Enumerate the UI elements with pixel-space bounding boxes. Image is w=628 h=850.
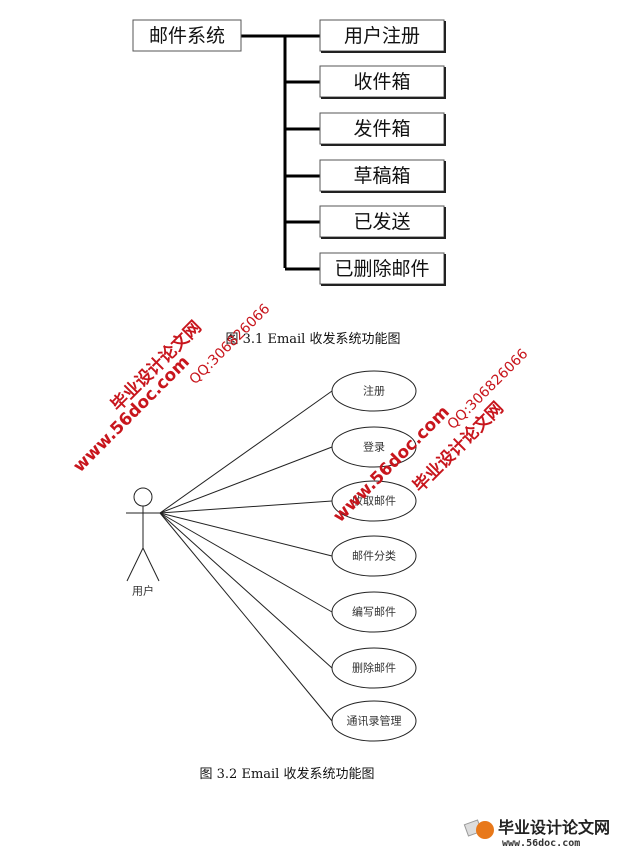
use-case-label: 编写邮件	[352, 605, 396, 619]
use-case-label: 通讯录管理	[347, 714, 402, 728]
use-case: 注册	[159, 370, 417, 514]
use-case-label: 收取邮件	[352, 494, 396, 508]
use-case-label: 注册	[363, 384, 385, 398]
child-node: 用户注册	[285, 19, 446, 53]
child-node-label: 草稿箱	[353, 165, 410, 187]
association-line	[159, 512, 333, 613]
use-case: 登录	[159, 426, 417, 514]
svg-text:www.56doc.com: www.56doc.com	[69, 352, 193, 476]
use-case-label: 邮件分类	[352, 549, 396, 563]
child-node-label: 已发送	[353, 211, 410, 233]
svg-text:毕业设计论文网: 毕业设计论文网	[498, 818, 610, 837]
use-case: 删除邮件	[159, 512, 417, 689]
association-line	[159, 446, 333, 514]
use-case: 收取邮件	[159, 480, 417, 522]
svg-text:www.56doc.com: www.56doc.com	[502, 838, 580, 849]
association-line	[159, 390, 333, 514]
child-node-label: 已删除邮件	[334, 258, 429, 280]
child-node: 已发送	[285, 205, 446, 239]
child-node: 发件箱	[285, 112, 446, 146]
association-line	[159, 500, 333, 514]
child-node: 收件箱	[285, 65, 446, 99]
use-case: 通讯录管理	[159, 512, 417, 742]
globe-icon	[476, 821, 494, 839]
use-case: 邮件分类	[159, 512, 417, 577]
association-line	[159, 512, 333, 722]
actor-label: 用户	[132, 584, 154, 598]
child-node-label: 发件箱	[353, 118, 410, 140]
child-node-label: 用户注册	[344, 25, 420, 47]
association-line	[159, 512, 333, 669]
association-line	[159, 512, 333, 557]
footer-logo: 毕业设计论文网 www.56doc.com	[463, 818, 610, 849]
root-node-label: 邮件系统	[149, 25, 225, 47]
child-node: 已删除邮件	[285, 252, 446, 286]
use-case-label: 登录	[363, 440, 385, 454]
child-node-label: 收件箱	[353, 71, 410, 93]
actor-figure	[126, 487, 160, 582]
watermark-left-url: www.56doc.com	[69, 352, 193, 476]
root-node: 邮件系统	[132, 19, 242, 52]
use-case: 编写邮件	[159, 512, 417, 633]
figure1-caption: 图 3.1 Email 收发系统功能图	[226, 331, 401, 347]
child-node: 草稿箱	[285, 159, 446, 193]
use-case-label: 删除邮件	[352, 661, 396, 675]
figure2-caption: 图 3.2 Email 收发系统功能图	[200, 766, 375, 782]
